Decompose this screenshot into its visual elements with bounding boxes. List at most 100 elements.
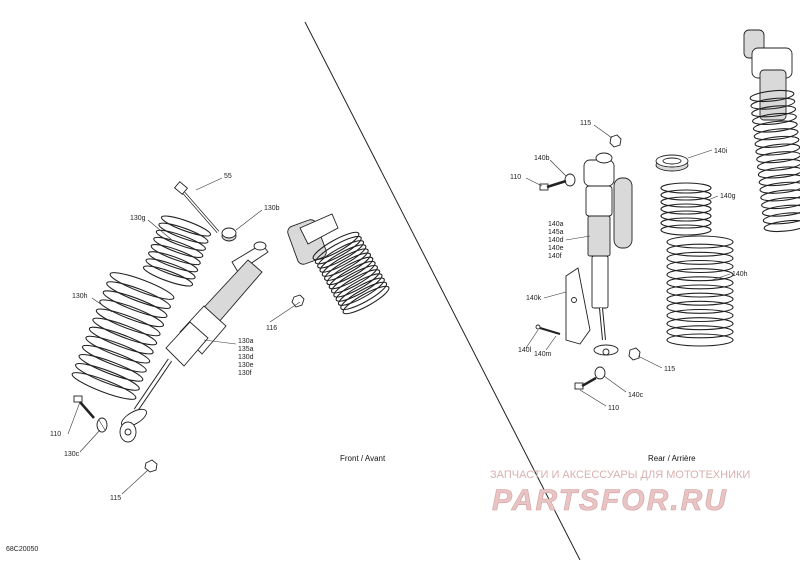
rear-callouts: 115 140b 110 140i 140g 140a 145a 140d 14… (510, 120, 748, 412)
spring-coil (321, 248, 369, 277)
callout-130f: 130f (238, 370, 252, 377)
callout-55: 55 (224, 173, 232, 180)
spring-coil (749, 89, 795, 103)
nut-115 (144, 459, 158, 473)
rear-section-caption: Rear / Arrière (648, 454, 696, 463)
callout-130c: 130c (64, 451, 80, 458)
spring-coil (753, 128, 799, 141)
callout-130a: 130a (238, 338, 254, 345)
spring-coil (666, 235, 734, 249)
nut-116 (291, 294, 305, 308)
callout-115: 115 (110, 495, 121, 502)
callout-140h: 140h (732, 271, 748, 278)
spring-coil (330, 265, 378, 294)
bolt-110-top (539, 179, 567, 191)
callout-140a: 140a (548, 221, 564, 228)
callout-140m: 140m (534, 351, 552, 358)
front-callouts: 55 130b 130g 130h 116 130a 135a 130d 130… (50, 173, 280, 502)
callout-140g: 140g (720, 193, 736, 200)
spring-coil (757, 166, 800, 179)
spring-coil (335, 273, 383, 302)
callout-116: 116 (266, 325, 277, 332)
spring-coil (660, 189, 712, 201)
spring-coil (750, 97, 796, 110)
nut-115-bottom (628, 347, 641, 361)
spring-coil (754, 135, 800, 148)
callout-140k: 140k (526, 295, 542, 302)
spring-coil (153, 236, 204, 258)
callout-130e: 130e (238, 362, 254, 369)
callout-140e: 140e (548, 245, 564, 252)
spring-coil (762, 212, 800, 225)
spring-coil (319, 244, 367, 273)
callout-110: 110 (50, 431, 61, 438)
spring-130h (71, 272, 175, 400)
spring-coil (751, 105, 797, 118)
spring-130g (142, 215, 212, 287)
spring-coil (666, 333, 734, 347)
callout-110-top: 110 (510, 174, 521, 181)
bushing-130c (96, 417, 108, 433)
callout-140c: 140c (628, 392, 644, 399)
spring-coil (666, 268, 734, 282)
spring-coil (752, 120, 798, 133)
spring-coil (760, 189, 800, 202)
watermark: ЗАПЧАСТИ И АКСЕССУАРЫ ДЛЯ МОТОТЕХНИКИ PA… (490, 469, 750, 517)
spring-coil (78, 353, 144, 382)
spring-coil (328, 260, 376, 290)
spring-coil (102, 290, 168, 319)
callout-130d: 130d (238, 354, 254, 361)
spring-coil (660, 217, 712, 229)
bushing-130b (221, 227, 237, 242)
spring-coil (324, 252, 372, 281)
spring-coil (666, 317, 734, 331)
nut-115-top (609, 134, 622, 148)
callout-140f: 140f (548, 253, 562, 260)
spring-coil (109, 272, 175, 300)
spring-coil (666, 243, 734, 257)
callout-140d: 140d (548, 237, 564, 244)
bolt-140l (535, 324, 561, 335)
spring-coil (88, 326, 154, 355)
spring-coil (666, 259, 734, 274)
rear-shock-assembly (535, 29, 800, 390)
collar-140i (655, 154, 689, 172)
callout-140l: 140l (518, 347, 532, 354)
callout-145a: 145a (548, 229, 564, 236)
spring-coil (337, 277, 385, 306)
spring-coil (666, 325, 734, 339)
rear-leader-lines (525, 124, 731, 407)
spring-coil (150, 244, 201, 266)
callout-140b: 140b (534, 155, 550, 162)
spring-coil (666, 251, 734, 265)
spring-coil (761, 197, 800, 210)
callout-115-top: 115 (580, 120, 591, 127)
front-shock-assembly (71, 181, 390, 473)
spring-coil (148, 251, 199, 273)
diagram-code: 68C20050 (6, 546, 38, 553)
callout-115-bottom: 115 (664, 366, 675, 373)
spring-140g (660, 182, 712, 236)
spring-coil (92, 317, 158, 346)
rear-shock-assembled (743, 29, 800, 233)
spring-coil (71, 372, 137, 400)
spring-coil (666, 308, 734, 323)
spring-140h (666, 235, 734, 347)
spring-coil (75, 363, 140, 391)
rear-shock-body (583, 152, 633, 356)
spring-coil (756, 158, 800, 171)
front-leader-lines (67, 177, 301, 495)
spring-coil (158, 222, 209, 244)
spring-coil (660, 203, 712, 215)
spring-coil (763, 219, 800, 233)
spring-coil (95, 308, 161, 337)
callout-110-bottom: 110 (608, 405, 619, 412)
spring-coil (317, 240, 365, 269)
watermark-tagline: ЗАПЧАСТИ И АКСЕССУАРЫ ДЛЯ МОТОТЕХНИКИ (490, 469, 750, 481)
spring-coil (160, 215, 212, 237)
spring-coil (761, 204, 800, 217)
spring-coil (666, 292, 734, 306)
spring-coil (752, 112, 797, 125)
spring-coil (99, 299, 165, 328)
